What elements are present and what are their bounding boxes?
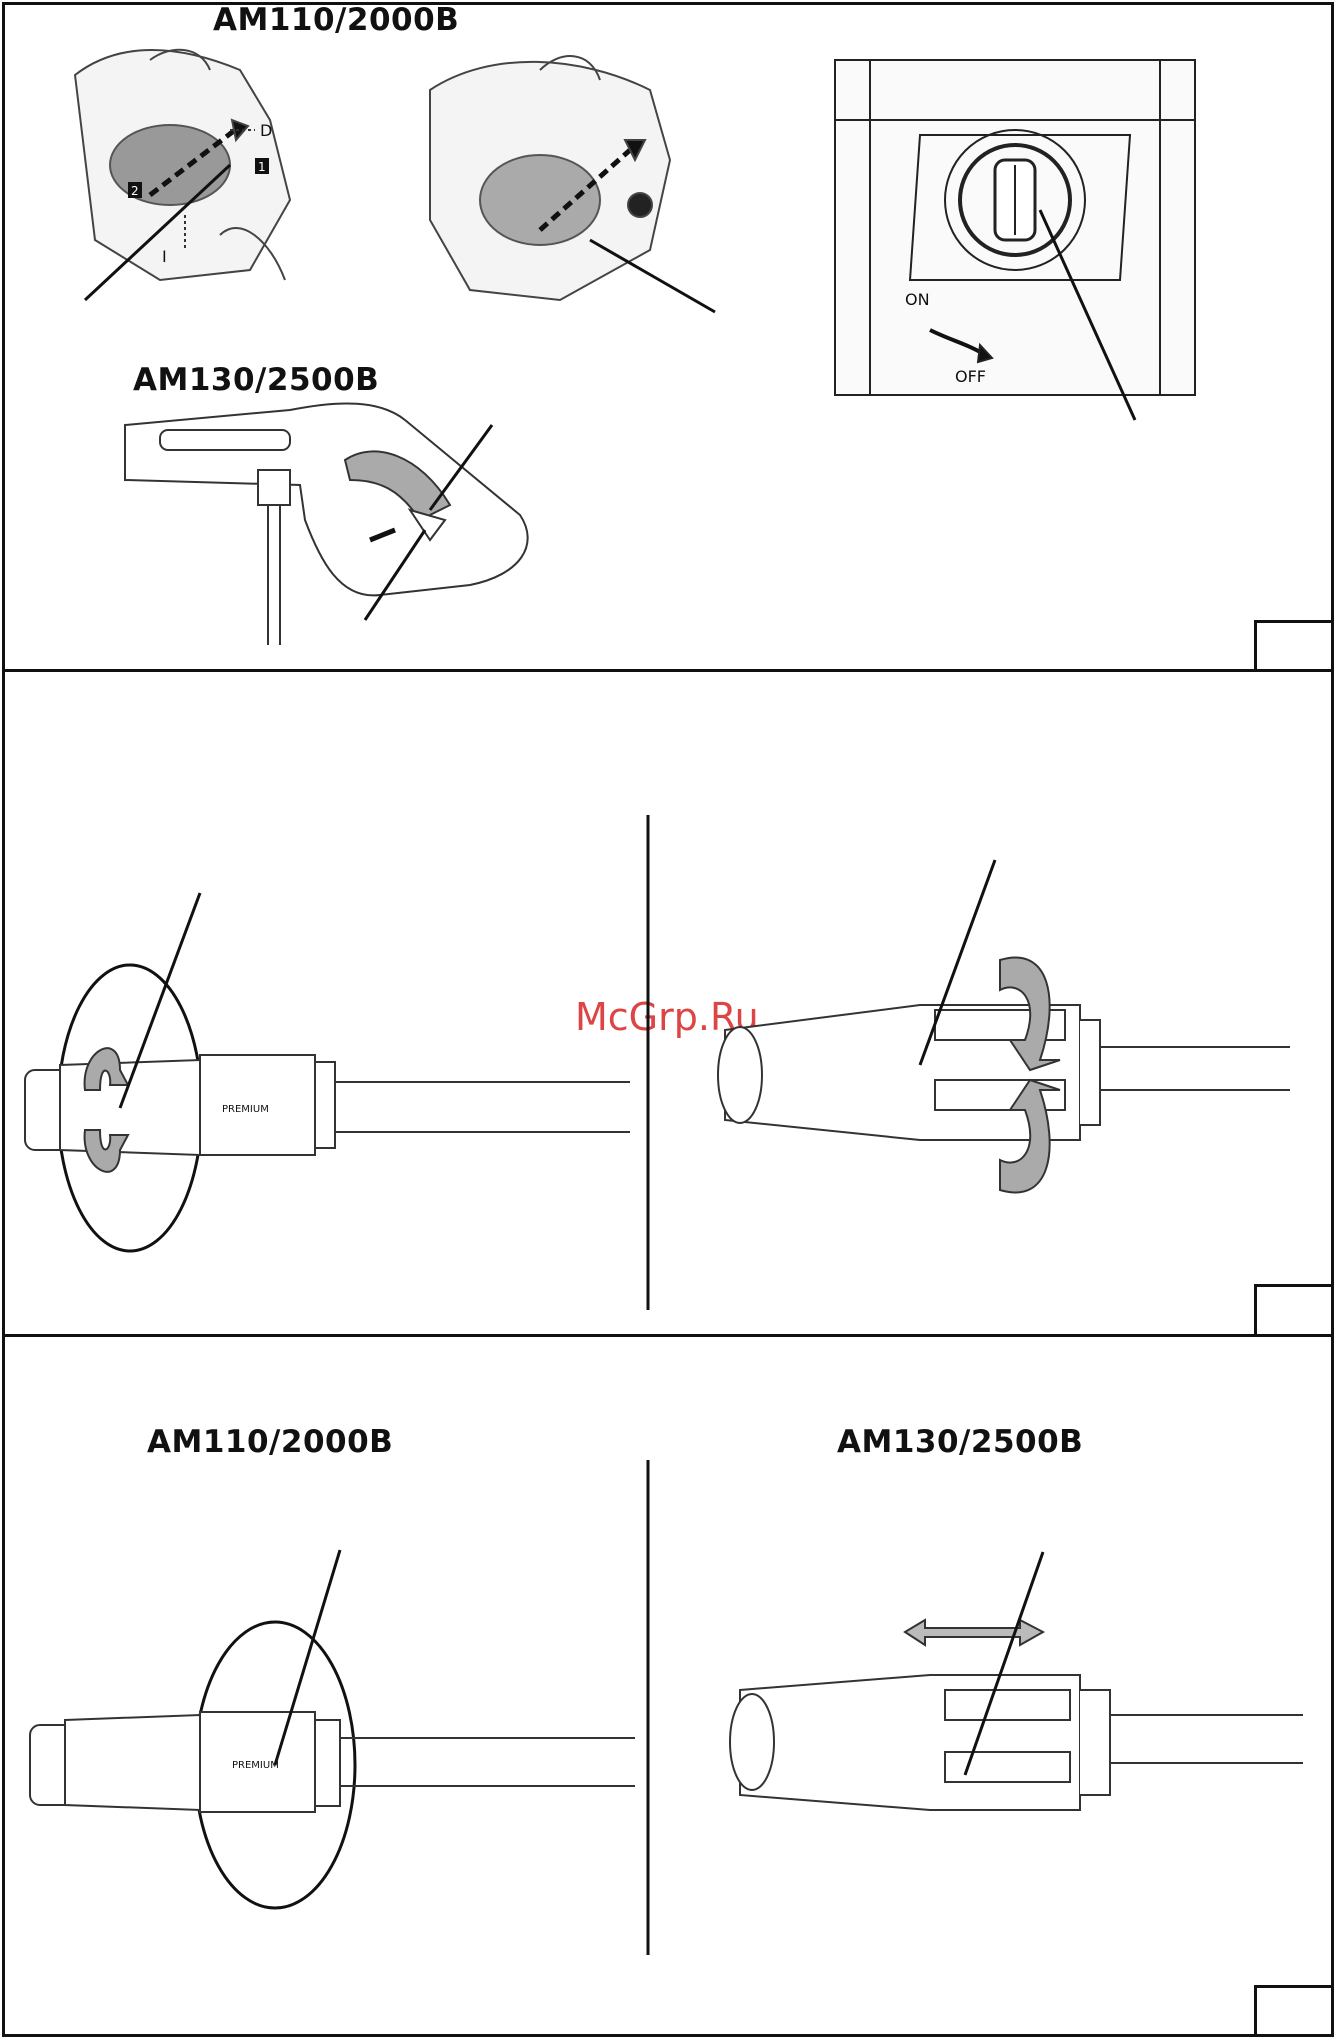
nozzle-slide-illustration-right: [730, 1552, 1303, 1810]
nozzle-slide-illustration-left: PREMIUM: [30, 1550, 635, 1908]
nozzle-brand-bottom: PREMIUM: [232, 1760, 279, 1771]
